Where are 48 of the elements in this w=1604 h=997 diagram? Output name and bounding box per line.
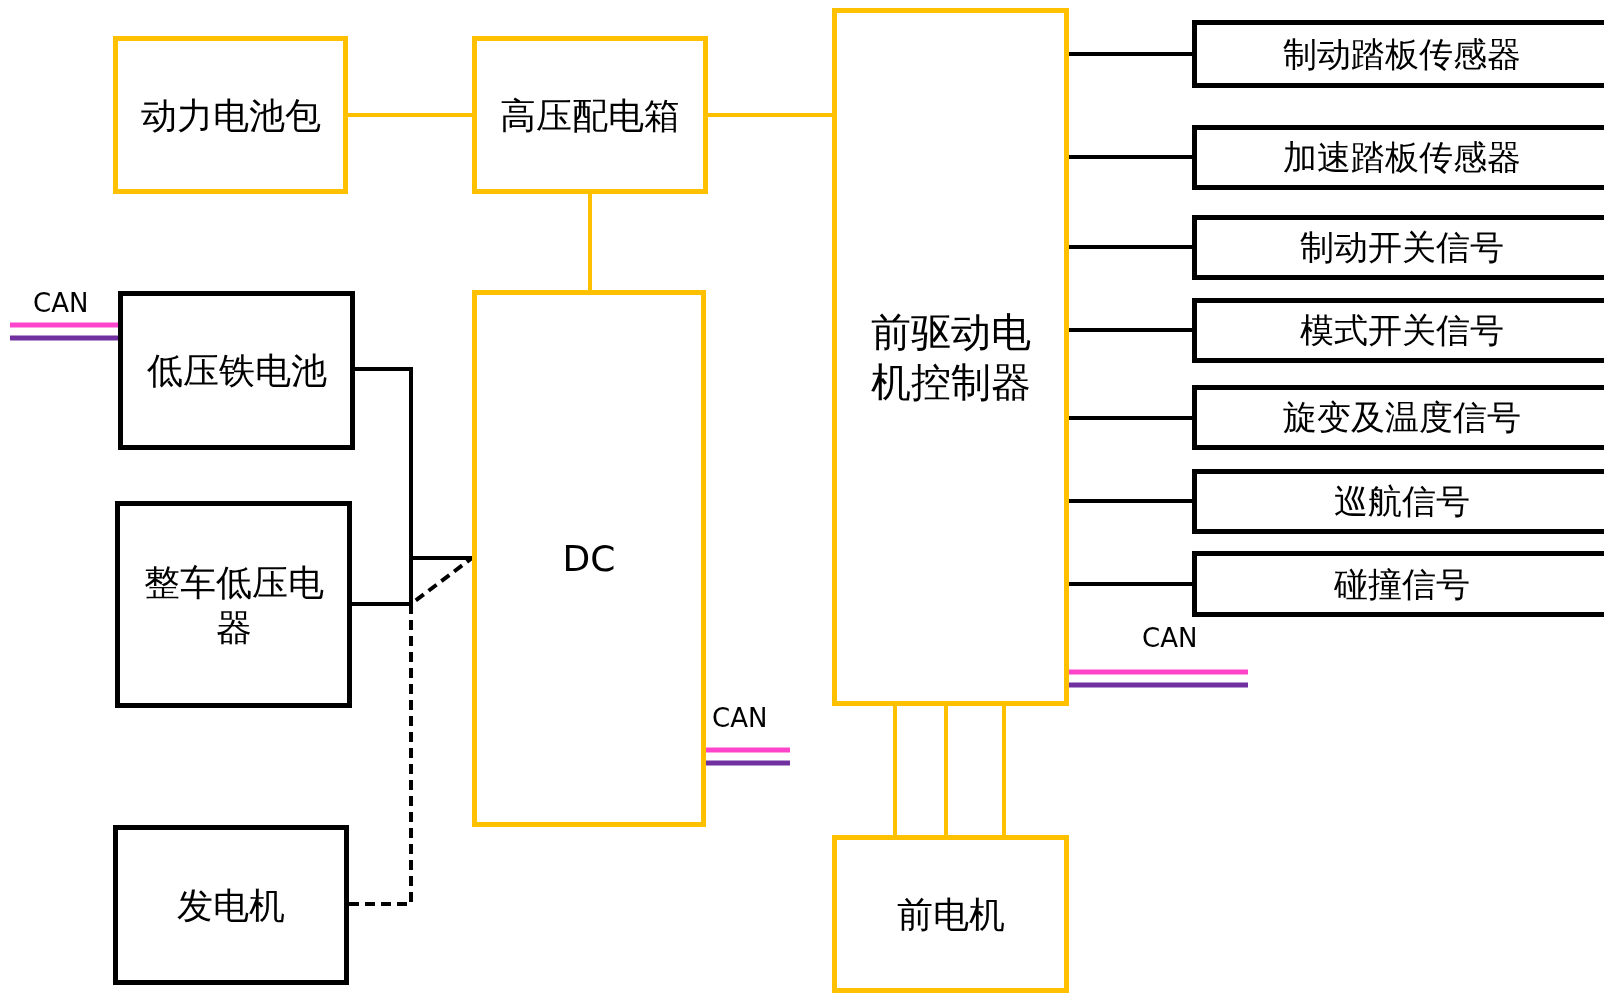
block-box [1192,125,1604,190]
connector-line [352,556,472,606]
block-label: 高压配电箱 [500,93,680,138]
block-label: 前驱动电机控制器 [869,308,1032,407]
block-box [1192,385,1604,450]
connector-line [1069,245,1192,249]
block-box [1192,298,1604,363]
block-box [1192,469,1604,534]
connector-line [1069,155,1192,159]
block-label: DC [562,537,616,581]
block-label: 发电机 [177,883,285,928]
block-box [1192,215,1604,280]
block-label: 制动踏板传感器 [1283,32,1521,76]
block-box [113,36,348,194]
block-label: 加速踏板传感器 [1283,136,1521,179]
connector-line [1069,52,1192,56]
connector-line [708,113,832,117]
block-box [472,290,706,827]
block-label: 前电机 [896,892,1005,937]
block-box [1192,551,1604,617]
block-box [115,501,352,708]
block-box [1192,20,1604,88]
block-box [118,291,355,450]
block-label: 旋变及温度信号 [1283,396,1521,439]
block-label: 整车低压电器 [142,560,325,650]
block-label: 模式开关信号 [1300,309,1504,352]
block-box [832,835,1069,993]
connector-line [1069,582,1192,586]
connector-line [588,194,592,290]
block-label: 制动开关信号 [1300,226,1504,269]
block-label: 巡航信号 [1334,480,1470,523]
connector-line [1069,328,1192,332]
connector-line [1069,416,1192,420]
block-box [832,8,1069,706]
block-label: 动力电池包 [140,93,321,138]
block-label: 碰撞信号 [1334,562,1470,606]
connector-line [349,556,474,906]
block-box [113,825,349,985]
connector-line [1002,706,1006,835]
connector-line [944,706,948,835]
connector-line [348,113,472,117]
bus-label: CAN [1142,625,1198,651]
block-box [472,36,708,194]
bus-label: CAN [33,290,89,316]
connector-line [893,706,897,835]
connector-line [1069,499,1192,503]
bus-label: CAN [712,705,768,731]
block-label: 低压铁电池 [146,349,327,393]
